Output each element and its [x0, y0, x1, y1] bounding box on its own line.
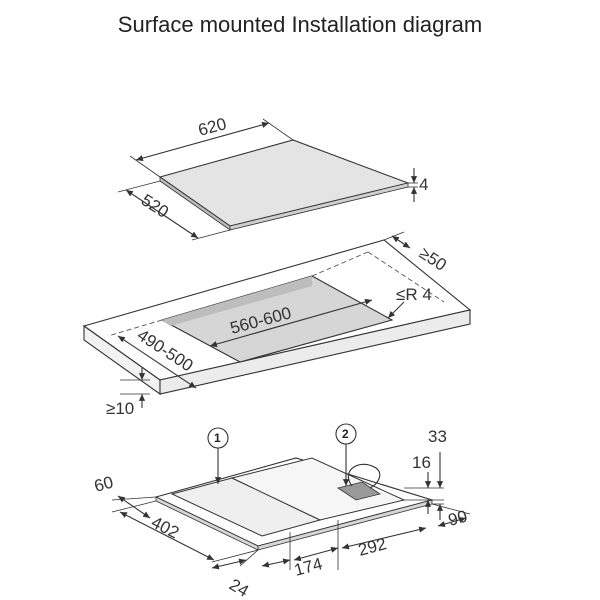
dim-16-label: 16: [412, 453, 431, 472]
clearance-guide-line: [311, 251, 369, 277]
depth-guide-line: [107, 319, 163, 337]
callout-2: 2: [335, 423, 357, 486]
dim-60-label: 60: [92, 473, 115, 496]
height-dimensions: 33 16: [404, 427, 447, 520]
thickness-label: ≥10: [106, 399, 134, 418]
worktop-thickness-dimension: ≥10: [106, 368, 150, 418]
callout-2-label: 2: [342, 427, 349, 441]
dim-90-label: 90: [446, 507, 469, 530]
hob-height-dimension: 4: [408, 168, 428, 202]
terminal-box: [337, 481, 381, 501]
dim-292-label: 292: [356, 534, 388, 560]
dim-174-label: 174: [292, 554, 324, 580]
diagram-title: Surface mounted Installation diagram: [117, 12, 483, 37]
dim-60: 60: [92, 473, 157, 519]
radius-callout: ≤R 4: [387, 285, 432, 319]
hob-top-view: [158, 139, 410, 231]
power-cable: [347, 463, 381, 489]
hob-height-label: 4: [419, 175, 428, 194]
callout-1: 1: [207, 427, 229, 484]
dim-24: 24: [211, 549, 259, 600]
dim-33-label: 33: [428, 427, 447, 446]
radius-label: ≤R 4: [396, 285, 432, 304]
callout-1-label: 1: [214, 431, 221, 445]
dim-90: 90: [431, 503, 471, 530]
clearance-guide-line-right: [367, 251, 445, 303]
dim-24-label: 24: [226, 575, 252, 600]
dim-402-label: 402: [148, 513, 182, 543]
